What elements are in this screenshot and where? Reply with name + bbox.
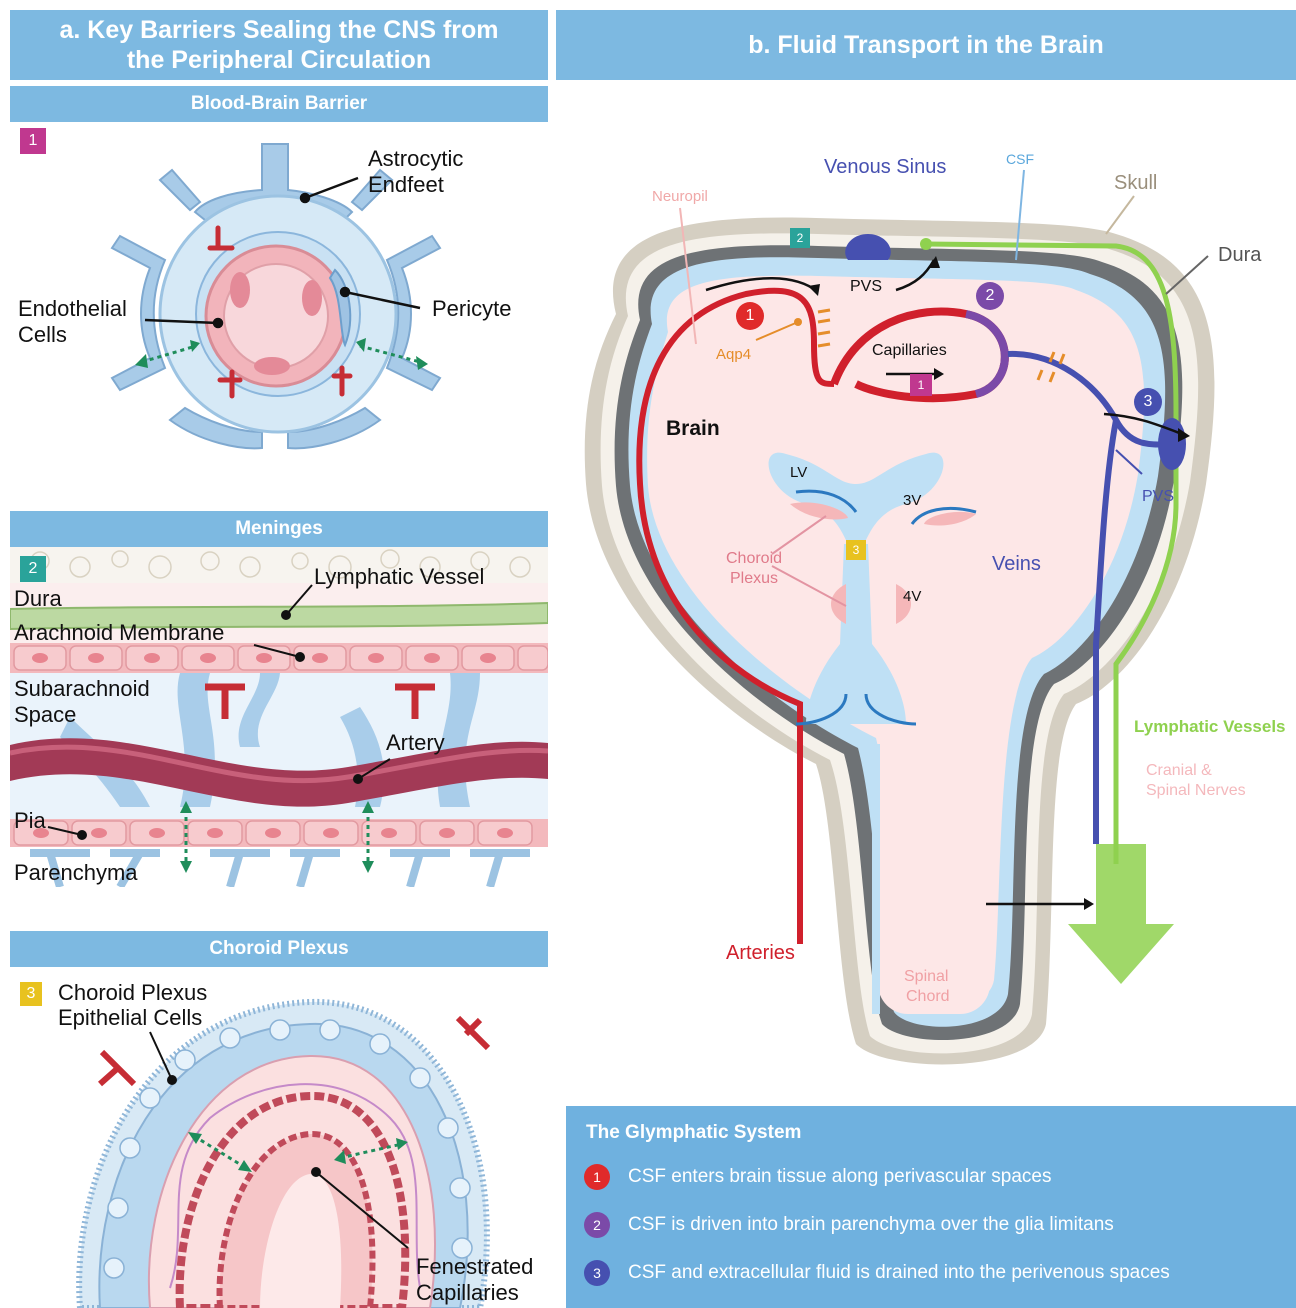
panel-a-title: a. Key Barriers Sealing the CNS from the… [10, 10, 548, 80]
legend-item: 3 CSF and extracellular fluid is drained… [584, 1258, 1170, 1288]
meninges-illustration [10, 547, 548, 887]
3v-label: 3V [903, 488, 921, 514]
csf-label: CSF [1006, 146, 1034, 172]
meninges-badge: 2 [20, 556, 46, 582]
pvs-right-label: PVS [1142, 484, 1174, 510]
legend-num-1: 1 [584, 1164, 610, 1190]
b-badge-2: 2 [976, 282, 1004, 310]
panel-a-title-line2: the Peripheral Circulation [59, 45, 498, 75]
capillaries-label: Capillaries [872, 338, 947, 364]
legend-item: 1 CSF enters brain tissue along perivasc… [584, 1162, 1051, 1192]
meninges-header: Meninges [10, 511, 548, 547]
endo-label-1: Endothelial [18, 296, 127, 322]
pericyte-label: Pericyte [432, 296, 511, 322]
legend-title: The Glymphatic System [586, 1122, 801, 1144]
choroid-badge: 3 [20, 982, 42, 1006]
b-square-3: 3 [846, 540, 866, 560]
astro-label-2: Endfeet [368, 172, 444, 198]
bbb-badge: 1 [20, 128, 46, 154]
lymphatic-vessels-label: Lymphatic Vessels [1134, 714, 1286, 740]
epi-label-1: Choroid Plexus [58, 980, 207, 1006]
brain-label: Brain [666, 416, 720, 442]
choroid-b-label-2: Plexus [730, 566, 778, 592]
legend-text-3: CSF and extracellular fluid is drained i… [628, 1262, 1170, 1284]
cranial-label-2: Spinal Nerves [1146, 778, 1246, 804]
pvs-top-label: PVS [850, 274, 882, 300]
subarach-label-1: Subarachnoid [14, 676, 150, 702]
subarach-label-2: Space [14, 702, 76, 728]
b-badge-3: 3 [1134, 388, 1162, 416]
panel-b-title: b. Fluid Transport in the Brain [556, 10, 1296, 80]
brain-diagram [556, 84, 1296, 1084]
choroid-header: Choroid Plexus [10, 931, 548, 967]
spinal-label-2: Chord [906, 984, 950, 1010]
veins-label: Veins [992, 551, 1041, 577]
astro-label-1: Astrocytic [368, 146, 463, 172]
artery-label: Artery [386, 730, 445, 756]
venous-sinus-label: Venous Sinus [824, 154, 946, 180]
skull-label: Skull [1114, 170, 1157, 196]
dura-label: Dura [14, 586, 62, 612]
bbb-header: Blood-Brain Barrier [10, 86, 548, 122]
b-square-2: 2 [790, 228, 810, 248]
arteries-label: Arteries [726, 940, 795, 966]
fen-label-2: Capillaries [416, 1280, 519, 1306]
pia-label: Pia [14, 808, 46, 834]
4v-label: 4V [903, 584, 921, 610]
bbb-illustration [0, 120, 550, 460]
neuropil-label: Neuropil [652, 184, 708, 210]
parenchyma-label: Parenchyma [14, 860, 138, 886]
lv-label: LV [790, 460, 807, 486]
endo-label-2: Cells [18, 322, 67, 348]
legend-text-1: CSF enters brain tissue along perivascul… [628, 1166, 1051, 1188]
dura-b-label: Dura [1218, 242, 1261, 268]
legend-item: 2 CSF is driven into brain parenchyma ov… [584, 1210, 1114, 1240]
legend-text-2: CSF is driven into brain parenchyma over… [628, 1214, 1114, 1236]
arachnoid-label: Arachnoid Membrane [14, 620, 224, 646]
aqp4-label: Aqp4 [716, 342, 751, 368]
legend-num-2: 2 [584, 1212, 610, 1238]
glymphatic-legend: The Glymphatic System 1 CSF enters brain… [566, 1106, 1296, 1308]
panel-a-title-line1: a. Key Barriers Sealing the CNS from [59, 15, 498, 45]
epi-label-2: Epithelial Cells [58, 1005, 202, 1031]
lymph-label: Lymphatic Vessel [314, 564, 484, 590]
b-square-1: 1 [910, 374, 932, 396]
b-badge-1: 1 [736, 302, 764, 330]
legend-num-3: 3 [584, 1260, 610, 1286]
fen-label-1: Fenestrated [416, 1254, 533, 1280]
